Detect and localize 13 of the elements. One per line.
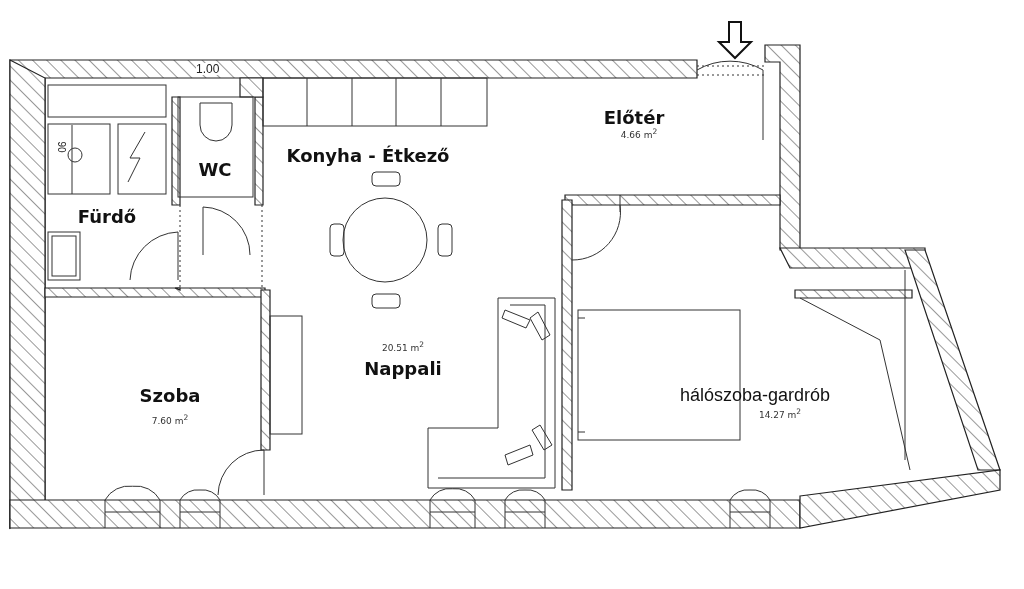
dimension-label: 1.00 — [196, 63, 220, 75]
room-area-size: 7.60 m$^{2}$ — [151, 413, 189, 427]
room-name: Szoba — [139, 386, 201, 406]
room-area-size: 14.27 m$^{2}$ — [758, 407, 802, 421]
dimension-label: 90 — [55, 141, 66, 153]
room-name: Konyha - Étkező — [286, 146, 450, 166]
room-area-size: 20.51 m$^{2}$ — [381, 340, 425, 354]
room-name: WC — [198, 160, 232, 180]
room-name: Előtér — [603, 108, 665, 128]
room-name: hálószoba-gardrób — [679, 386, 831, 406]
room-name: Fürdő — [77, 207, 137, 227]
room-name: Nappali — [364, 359, 442, 379]
room-area-size: 4.66 m$^{2}$ — [620, 127, 658, 141]
